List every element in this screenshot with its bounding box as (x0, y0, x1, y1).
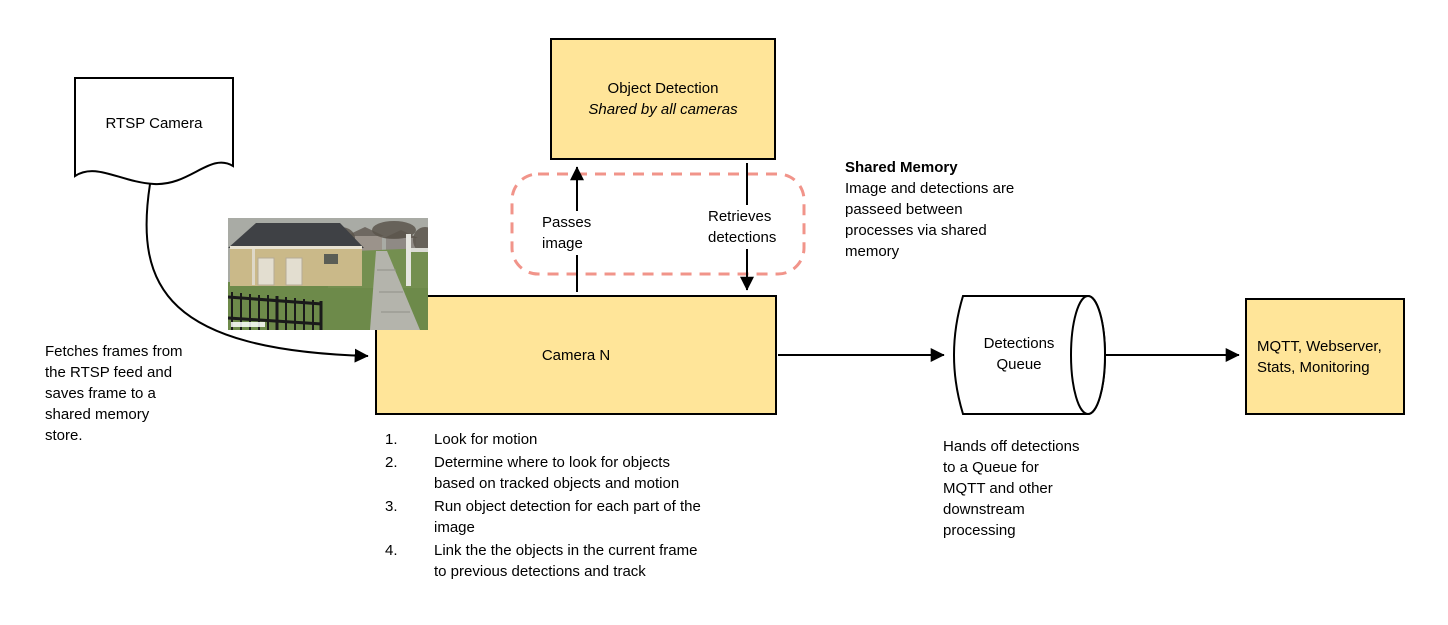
arrow-rtsp-to-camera (145, 183, 369, 363)
queue-handoff-note: Hands off detections to a Queue for MQTT… (943, 438, 1080, 539)
camera-n-node: Camera N (375, 295, 777, 415)
shared-memory-note-body: Image and detections are passeed between… (845, 180, 1015, 260)
snapshot-fence (228, 292, 323, 330)
fetch-frames-note: Fetches frames from the RTSP feed and sa… (45, 343, 183, 444)
camera-n-label: Camera N (541, 346, 611, 364)
step-item: 2. Determine where to look for objects b… (385, 452, 765, 494)
step-number: 2. (385, 454, 398, 471)
snapshot-sidewalk (370, 251, 420, 330)
rtsp-camera-node (74, 77, 234, 186)
snapshot-porch-post (406, 234, 428, 286)
step-item: 4. Link the the objects in the current f… (385, 540, 765, 582)
retrieves-detections-label: Retrieves detections (704, 205, 781, 249)
step-number: 4. (385, 542, 398, 559)
outputs-node: MQTT, Webserver, Stats, Monitoring (1245, 298, 1405, 415)
shared-memory-note: Shared Memory Image and detections are p… (845, 157, 1070, 262)
camera-snapshot-image (228, 218, 428, 330)
shared-memory-boundary (510, 172, 806, 276)
object-detection-subtitle: Shared by all cameras (588, 101, 738, 118)
step-item: 1. Look for motion (385, 429, 765, 450)
step-text: Determine where to look for objects base… (434, 454, 680, 492)
rtsp-camera-label: RTSP Camera (105, 115, 203, 132)
detections-queue-label: Detections Queue (983, 335, 1055, 373)
step-number: 1. (385, 431, 398, 448)
step-text: Look for motion (434, 431, 538, 448)
snapshot-timestamp-overlay (231, 322, 265, 327)
outputs-label: MQTT, Webserver, Stats, Monitoring (1257, 337, 1382, 376)
step-text: Run object detection for each part of th… (434, 498, 701, 536)
camera-steps-list: 1. Look for motion 2. Determine where to… (385, 429, 765, 584)
snapshot-house (228, 223, 364, 286)
step-text: Link the the objects in the current fram… (434, 542, 698, 580)
object-detection-title: Object Detection (607, 80, 719, 97)
shared-memory-note-title: Shared Memory (845, 159, 958, 176)
step-item: 3. Run object detection for each part of… (385, 496, 765, 538)
detections-queue-cap (1070, 295, 1106, 415)
passes-image-label: Passes image (538, 211, 596, 255)
step-number: 3. (385, 498, 398, 515)
object-detection-node: Object Detection Shared by all cameras (550, 38, 776, 160)
